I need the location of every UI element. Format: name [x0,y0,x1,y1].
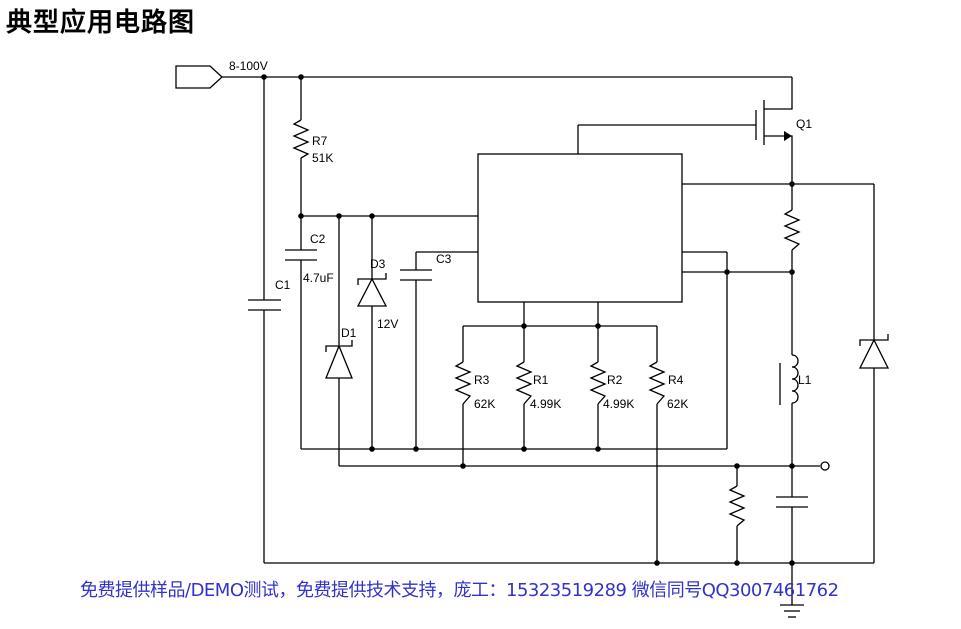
label-r1: R1 [533,373,549,387]
resistor-r4 [648,361,666,405]
label-r3-value: 62K [474,397,495,411]
label-c1: C1 [275,278,291,292]
label-c3: C3 [436,252,452,266]
label-r4-value: 62K [667,397,688,411]
label-c2: C2 [310,232,326,246]
label-d3-value: 12V [377,317,398,331]
resistor-r3 [454,361,472,405]
label-r3: R3 [474,373,490,387]
label-r1-value: 4.99K [530,397,561,411]
resistor-r7 [292,119,310,159]
label-r2: R2 [607,373,623,387]
label-r7: R7 [312,134,328,148]
resistor-r2 [589,361,607,405]
capacitor-c3 [400,269,432,281]
page-title: 典型应用电路图 [6,8,196,38]
label-r7-value: 51K [312,151,333,165]
label-c2-value: 4.7uF [303,271,334,285]
resistor-r1 [515,361,533,405]
label-r4: R4 [668,373,684,387]
sense-resistor [783,209,801,251]
inductor-l1 [779,354,799,405]
capacitor-c1 [248,299,281,311]
junction-dots [261,74,795,566]
zener-diode-right [858,334,890,369]
label-d3: D3 [370,257,386,271]
input-connector [175,65,792,89]
output-capacitor [776,496,808,508]
output-terminal [820,461,830,471]
ground-icon [780,604,804,618]
zener-d3 [356,273,388,307]
zener-d1 [325,340,353,379]
capacitor-c2 [285,249,317,261]
contact-footer: 免费提供样品/DEMO测试，免费提供技术支持，庞工：15323519289 微信… [80,580,839,601]
label-d1: D1 [341,326,357,340]
load-resistor [728,485,746,527]
label-l1: L1 [798,373,812,387]
ic-chip [477,153,683,303]
label-q1: Q1 [796,117,812,131]
mosfet-q1 [755,77,793,184]
label-vin: 8-100V [229,59,268,73]
label-r2-value: 4.99K [603,397,634,411]
